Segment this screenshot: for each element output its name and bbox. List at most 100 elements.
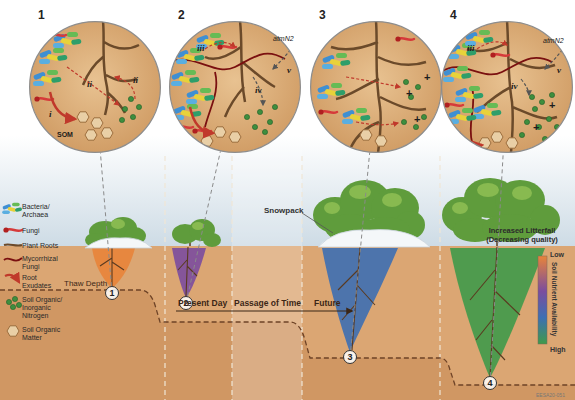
use-part [318, 109, 337, 114]
path-part [450, 248, 545, 378]
path-part [178, 247, 197, 296]
path-part [67, 67, 119, 105]
use-part [128, 96, 133, 101]
legend-text: Soil Organic Matter [22, 326, 60, 341]
zoom-leader-line [188, 151, 221, 296]
magnified-soil-circle: 1iiiiiSOM [29, 21, 161, 153]
time-label: Present Day [178, 298, 227, 308]
increase-sign: + [424, 71, 430, 83]
circle-part [169, 21, 301, 153]
ellipse-part [192, 222, 204, 230]
use-part [401, 119, 406, 124]
snowpack-label: Snowpack [264, 206, 304, 215]
path-part [4, 244, 22, 245]
figure-id: EESA20-051 [536, 392, 565, 398]
path-part [5, 275, 19, 282]
callout-number: 3 [319, 8, 326, 22]
process-label: iv [255, 85, 262, 95]
path-part [4, 258, 22, 261]
ellipse-part [452, 202, 468, 214]
time-band [232, 150, 302, 400]
ellipse-part [382, 193, 402, 207]
use-part [252, 124, 257, 129]
nutrient-color-bar [538, 256, 547, 344]
callout-number: 2 [178, 8, 185, 22]
legend-text: Root Exudates [22, 274, 51, 289]
use-part [257, 109, 262, 114]
use-part [360, 130, 372, 140]
path-part [318, 230, 430, 247]
ellipse-part [203, 233, 221, 247]
node-circle [170, 22, 301, 153]
path-part [83, 21, 139, 115]
legend-text: Plant Roots [22, 242, 58, 249]
node-outline [29, 21, 161, 153]
time-dividers [165, 156, 440, 400]
legend-entry: Bacteria/ Archaea [22, 203, 64, 219]
use-part [244, 114, 249, 119]
process-label: iii [467, 43, 475, 53]
path-part [205, 42, 235, 49]
path-part [338, 247, 375, 350]
line-part [231, 156, 232, 400]
use-part [524, 119, 529, 124]
use-part [39, 48, 68, 64]
use-part [85, 130, 97, 140]
use-part [217, 44, 236, 49]
legend-entry: Plant Roots [22, 242, 64, 250]
magnified-soil-circle: 2iiiivvatmN2 [169, 21, 301, 153]
g-part [112, 212, 497, 246]
use-part [506, 138, 518, 148]
use-part [444, 102, 463, 107]
ellipse-part [111, 219, 125, 229]
node-outline [310, 21, 442, 153]
use-part [10, 304, 15, 309]
increase-sign: + [533, 121, 539, 133]
path-part [85, 238, 152, 248]
callout-number: 4 [450, 8, 457, 22]
use-part [2, 203, 22, 214]
callout-number: 1 [105, 286, 119, 300]
time-label: Future [314, 298, 340, 308]
use-part [91, 118, 103, 128]
use-part [375, 136, 387, 146]
use-part [77, 112, 89, 122]
process-label: v [557, 65, 561, 75]
path-part [331, 21, 426, 153]
process-label: SOM [57, 131, 73, 138]
site-callout: 4 [483, 376, 497, 390]
ellipse-part [324, 202, 340, 214]
process-label: v [287, 65, 291, 75]
process-label: atmN2 [543, 37, 564, 44]
site-callout: 3 [343, 350, 357, 364]
use-part [16, 302, 21, 307]
use-part [546, 116, 551, 121]
ellipse-part [349, 185, 371, 199]
increase-sign: + [549, 99, 555, 111]
use-part [136, 104, 141, 109]
legend-text: Fungi [22, 227, 40, 234]
zoom-leader-line [100, 153, 111, 286]
use-part [415, 84, 420, 89]
legend-entry: Root Exudates [22, 274, 64, 290]
legend-text: Soil Organic/ Inorganic Nitrogen [22, 296, 62, 319]
use-part [413, 124, 418, 129]
use-part [448, 108, 477, 124]
use-part [395, 36, 414, 41]
ellipse-part [477, 183, 499, 197]
sky [0, 0, 575, 247]
soil-view-2 [169, 21, 301, 153]
use-part [322, 53, 351, 69]
use-part [539, 99, 544, 104]
use-part [272, 104, 277, 109]
use-part [473, 103, 502, 119]
use-part [47, 32, 66, 37]
soil-view-3 [310, 21, 442, 153]
process-label: iv [511, 81, 518, 91]
use-part [122, 106, 127, 111]
line-part [439, 156, 440, 400]
process-label: iii [197, 43, 205, 53]
